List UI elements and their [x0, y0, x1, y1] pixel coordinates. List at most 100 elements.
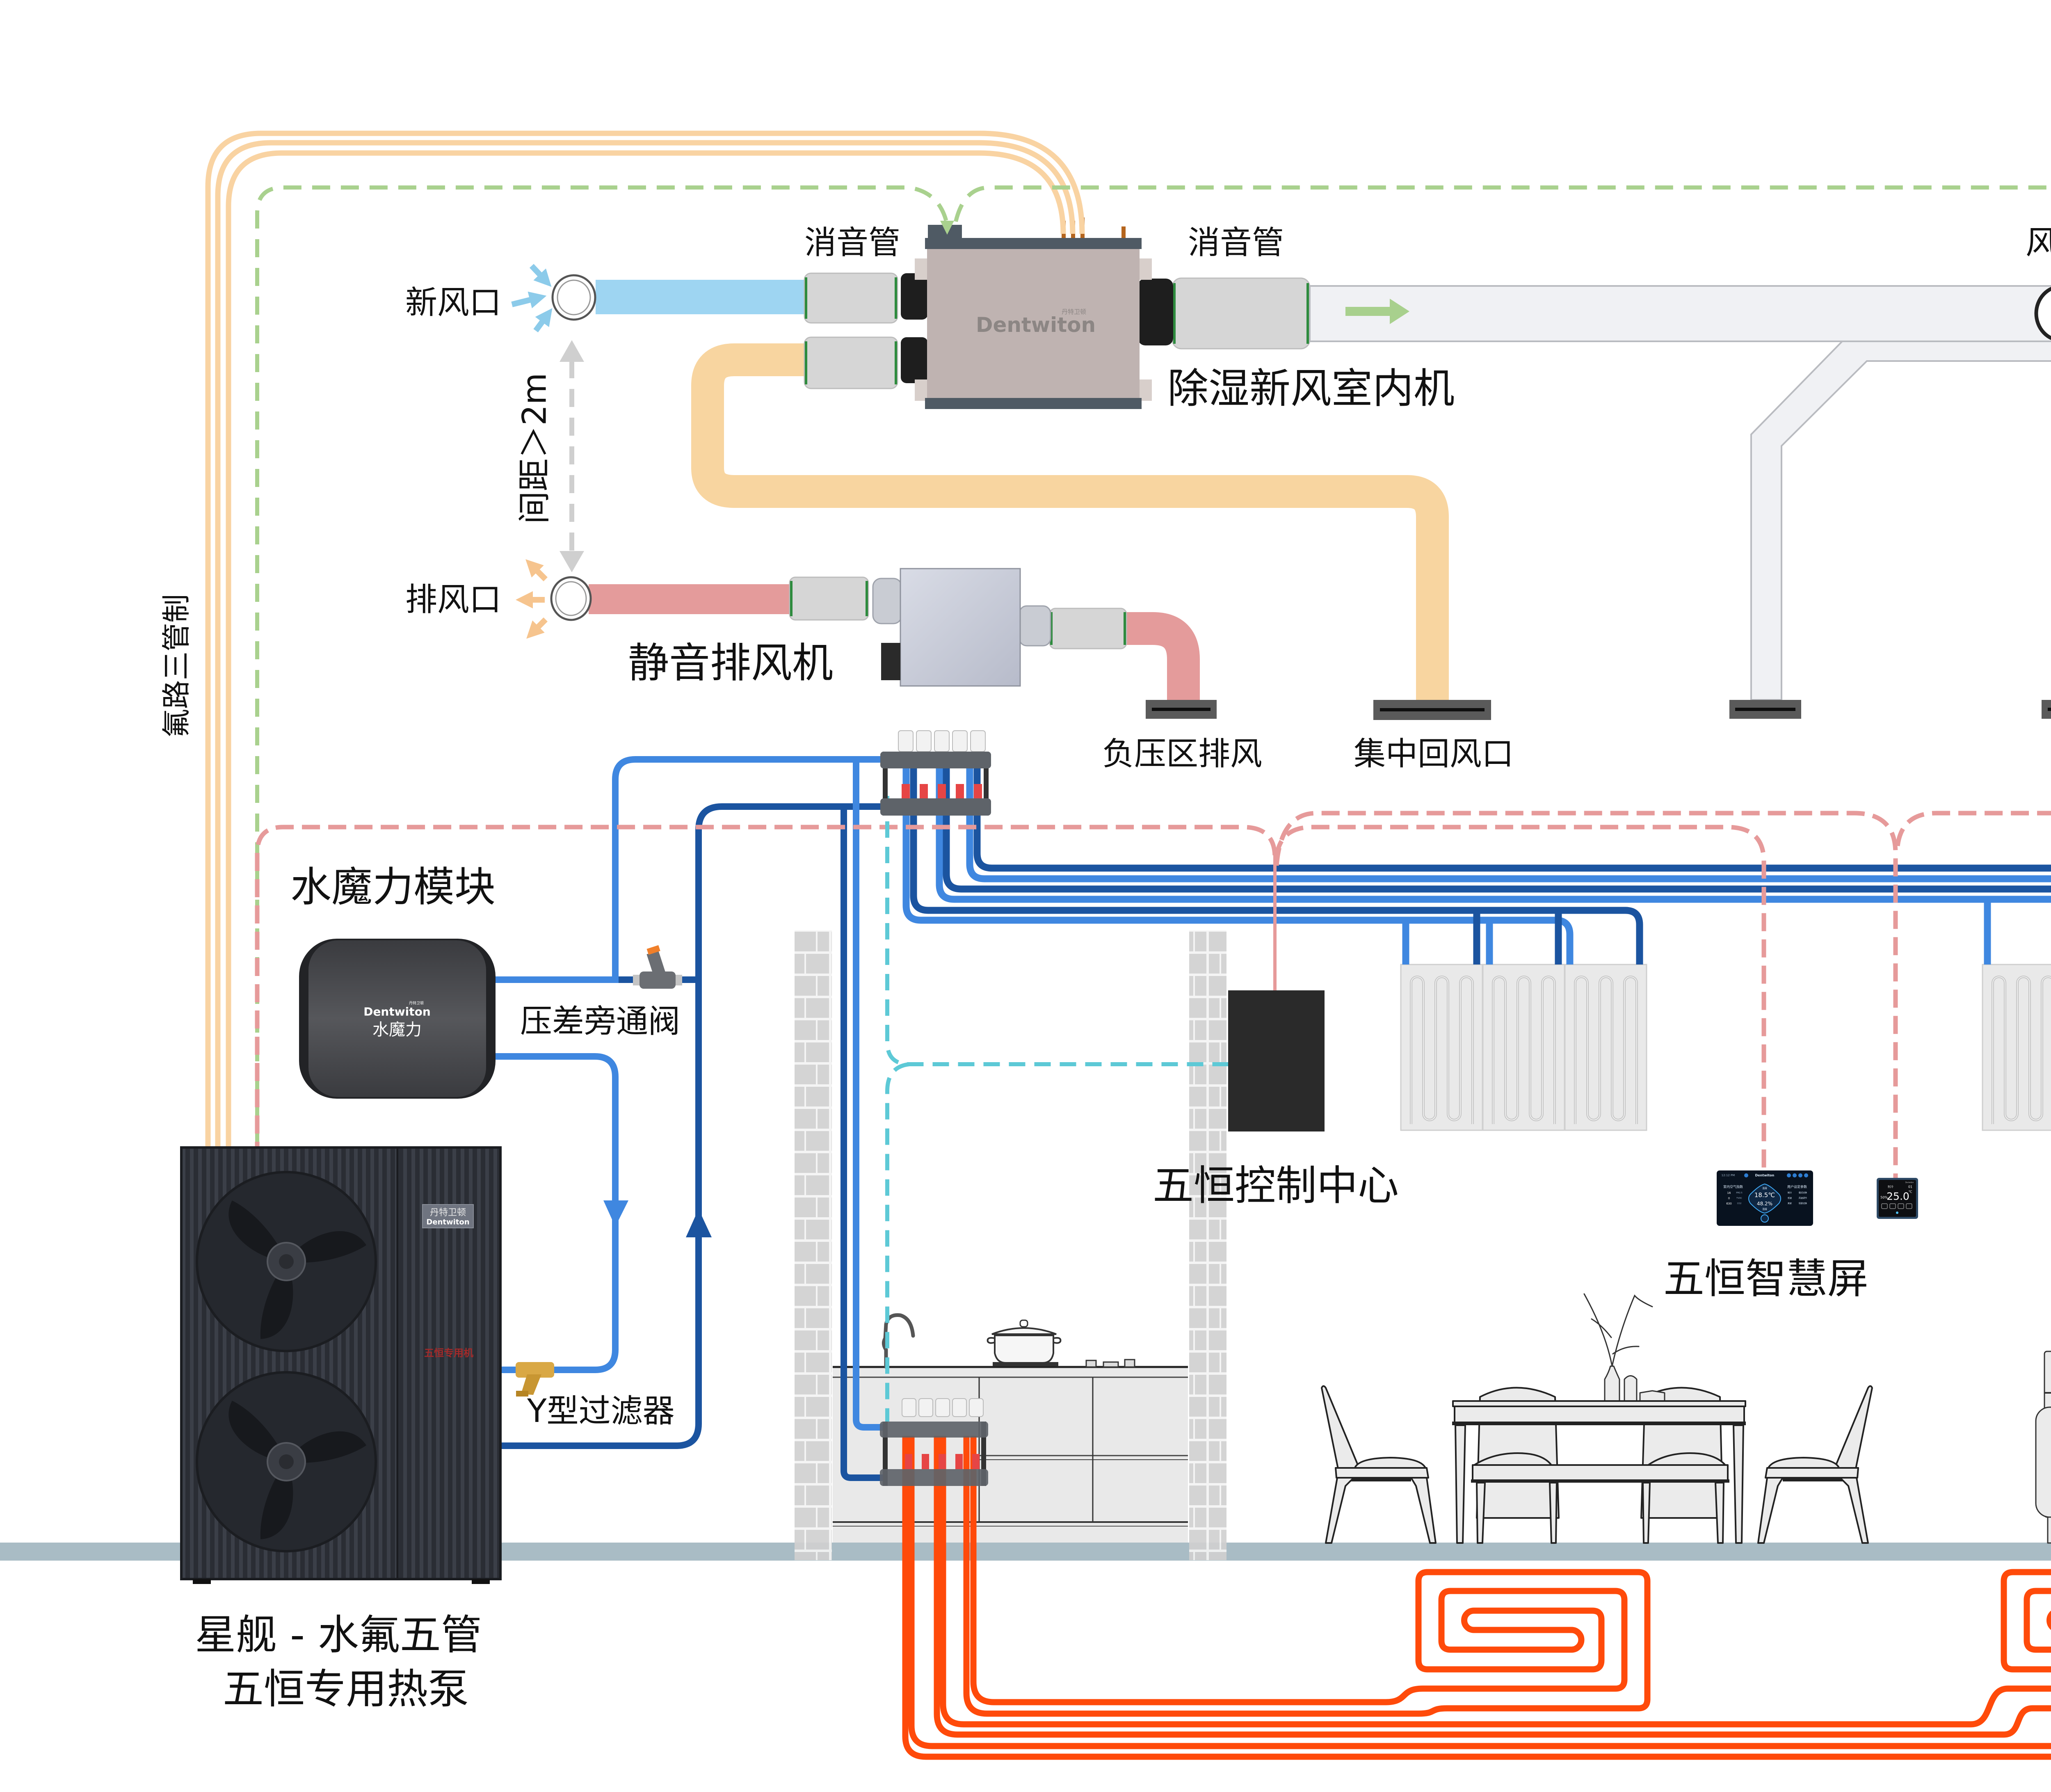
duct-collar — [1138, 279, 1173, 345]
thermostat-temperature: 25.0 — [1887, 1191, 1909, 1202]
smart-screen: 12:12 PM Dentwiton 室内空气指数 16 PM2.5 0 TVO… — [1717, 1170, 1813, 1226]
label-exhaust-outlet: 排风口 — [405, 581, 501, 618]
flow-meter — [905, 1454, 912, 1469]
return-air-duct — [691, 343, 1449, 700]
fresh-air-inlet-port — [511, 264, 596, 333]
actuator — [902, 1398, 916, 1417]
labels: 氟路三管制 新风口 排风口 间距＞2m 消音管 消音管 除湿新风室内机 静音排风… — [160, 224, 2051, 1713]
stove-burner-icon — [1085, 1359, 1135, 1368]
grille-negative-pressure-exhaust — [1146, 700, 1217, 719]
thermostat-mode: 制冷 — [1888, 1185, 1893, 1189]
label-silent-exhaust-fan: 静音排风机 — [628, 639, 833, 687]
branch-duct-left — [1750, 341, 2051, 701]
flow-meter — [972, 1454, 980, 1469]
flow-arrow-up-icon — [686, 1209, 712, 1237]
unit-top-band — [925, 238, 1142, 249]
label-heat-pump-line1: 星舰 - 水氟五管 — [195, 1611, 482, 1659]
fan-collar — [1019, 605, 1051, 647]
label-bypass-valve: 压差旁通阀 — [520, 1003, 680, 1040]
dewpoint-thermostat: Dentwiton 制冷 01 50% 25.0 ℃ — [1877, 1178, 1918, 1219]
air-reading-name: CO2 — [1737, 1202, 1742, 1205]
return-water-pipe — [500, 803, 880, 1449]
thermostat-minus-button — [1889, 1203, 1896, 1209]
wifi-icon — [1896, 1211, 1898, 1214]
label-control-center: 五恒控制中心 — [1153, 1162, 1399, 1210]
radiant-tube-highlight — [1411, 976, 1473, 1124]
duct-collar — [901, 337, 928, 383]
air-reading-value: 630 — [1726, 1202, 1731, 1205]
label-fresh-air-inlet: 新风口 — [405, 284, 501, 321]
refrigerant-line — [205, 130, 1085, 1147]
heat-pump-foot — [193, 1579, 211, 1584]
radiant-tube-highlight — [1575, 976, 1637, 1124]
brick-wall-kitchen-left — [795, 930, 832, 1560]
mounting-tab — [1139, 379, 1152, 401]
sofa-leg — [2047, 1516, 2051, 1544]
thermostat-unit: ℃ — [1909, 1190, 1912, 1194]
ceiling-panel-module — [1400, 964, 1483, 1131]
floor-heating-loop — [934, 1436, 2051, 1738]
actuator — [935, 1398, 950, 1417]
distance-arrow — [560, 340, 584, 572]
dining-table-leg — [1733, 1424, 1744, 1544]
flow-meter — [939, 1454, 946, 1469]
sensor-signal-line — [255, 185, 949, 1147]
ceiling-loop-pipe-3 — [943, 768, 2051, 893]
label-negative-pressure-exhaust: 负压区排风 — [1102, 736, 1262, 773]
ceiling-loop-pipe-6 — [902, 768, 1574, 965]
water-module-name: 水魔力 — [372, 1020, 422, 1039]
arrow-down-icon — [560, 551, 584, 572]
silencer-fresh-air — [804, 272, 898, 324]
grille-supply-left — [1729, 700, 1801, 719]
bench-cushion — [1647, 1452, 1726, 1466]
control-line-thermostat-1 — [1274, 811, 1898, 1178]
mounting-tab — [1139, 258, 1152, 280]
refrigerant-line — [226, 150, 1066, 1147]
ceiling-loop-pipe-5 — [910, 768, 1643, 965]
kitchen-cabinet — [833, 1313, 1188, 1543]
heat-pump-badge-cn: 丹特卫顿 — [430, 1208, 466, 1218]
cabinet-body — [833, 1367, 1188, 1543]
unit-bottom-band — [925, 398, 1142, 409]
temperature-value: 18.5℃ — [1754, 1191, 1775, 1199]
brand-badge — [422, 1204, 474, 1228]
silencer-exhaust-out — [1049, 608, 1127, 649]
thermostat-brand: Dentwiton — [1905, 1182, 1914, 1184]
return-manifold-bar — [880, 798, 991, 816]
silencer-exhaust-in — [789, 576, 869, 621]
fresh-air-duct — [596, 280, 804, 314]
arrow-up-icon — [560, 340, 584, 362]
indoor-unit-brand: Dentwiton — [976, 313, 1096, 337]
copper-stub — [1121, 226, 1126, 239]
dining-table-leg — [1455, 1424, 1466, 1544]
supply-water-pipe — [612, 756, 880, 983]
y-type-filter — [516, 1362, 554, 1397]
label-duct-insulation: 风管须保温 — [2026, 224, 2051, 261]
cooking-pot-icon — [987, 1319, 1062, 1366]
supply-manifold-bar — [880, 1422, 988, 1438]
supply-flow-arrow-icon — [1345, 299, 1409, 324]
dining-chair-left — [1321, 1385, 1437, 1544]
flow-meter — [902, 784, 910, 798]
grille-central-return — [1373, 700, 1491, 720]
flow-meter — [922, 1454, 929, 1469]
fan-icon — [196, 1371, 377, 1552]
screen-nav-icon — [1804, 1173, 1808, 1177]
setting-action: 风速调节 — [1799, 1197, 1807, 1200]
vase-icon — [1583, 1293, 1665, 1404]
faucet-icon — [882, 1313, 915, 1369]
fan-collar — [872, 578, 902, 624]
floor-heating-loop — [963, 1436, 1651, 1717]
flow-arrow-down-icon — [603, 1200, 628, 1227]
unit-body — [927, 238, 1140, 409]
thermostat-plus-button — [1898, 1203, 1904, 1209]
control-line-smart-screen — [1274, 825, 1766, 1170]
thermostat-screen — [1879, 1180, 1916, 1217]
control-line-main — [255, 825, 1277, 1147]
setting-state: 离家 — [1788, 1202, 1792, 1205]
sensor-signal-lines — [255, 185, 2051, 1147]
setting-state: 低速 — [1788, 1197, 1792, 1200]
screen-brand: Dentwiton — [1755, 1174, 1775, 1177]
dining-table-rail — [1452, 1422, 1746, 1425]
